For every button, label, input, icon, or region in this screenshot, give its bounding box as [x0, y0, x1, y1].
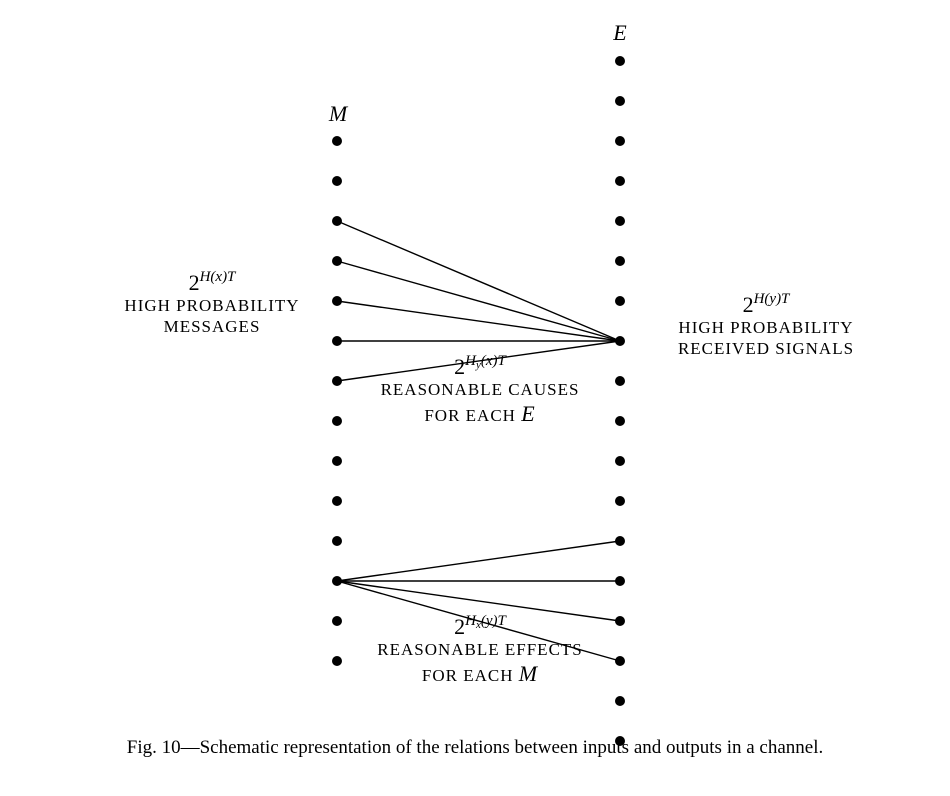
connection-lines [336, 220, 621, 662]
messages-label: 2H(x)T HIGH PROBABILITY MESSAGES [92, 268, 332, 337]
signal-dot [615, 456, 625, 466]
signal-dot [615, 576, 625, 586]
signals-line2: RECEIVED SIGNALS [677, 338, 855, 358]
causes-line1: REASONABLE CAUSES [380, 380, 580, 400]
signals-label: 2H(y)T HIGH PROBABILITY RECEIVED SIGNALS [636, 290, 896, 359]
figure-caption: Fig. 10—Schematic representation of the … [126, 737, 824, 758]
message-dot [332, 176, 342, 186]
message-dot [332, 336, 342, 346]
message-dot [332, 216, 342, 226]
cause-line [336, 300, 621, 342]
message-dot [332, 136, 342, 146]
effects-line2: FOR EACH M [421, 660, 539, 686]
message-dot [332, 616, 342, 626]
causes-count: 2Hy(x)T [454, 353, 506, 379]
signal-dot [615, 536, 625, 546]
effect-line [336, 580, 621, 622]
column-e-label: E [613, 20, 627, 45]
causes-label: 2Hy(x)T REASONABLE CAUSES FOR EACH E [345, 352, 615, 427]
effects-line1: REASONABLE EFFECTS [377, 640, 583, 660]
signal-dot [615, 376, 625, 386]
signal-dot [615, 136, 625, 146]
cause-line [336, 340, 621, 382]
messages-line2: MESSAGES [163, 316, 261, 336]
signal-dot [615, 96, 625, 106]
causes-line2: FOR EACH E [424, 400, 536, 426]
signal-dot [615, 56, 625, 66]
effect-line [336, 540, 621, 582]
signals-count: 2H(y)T [742, 291, 790, 317]
message-dot [332, 256, 342, 266]
signals-line1: HIGH PROBABILITY [678, 318, 854, 338]
signal-dot [615, 616, 625, 626]
message-dot [332, 656, 342, 666]
signal-dot [615, 176, 625, 186]
signal-dot [615, 656, 625, 666]
messages-line1: HIGH PROBABILITY [124, 296, 300, 316]
signal-dot [615, 736, 625, 746]
message-dot [332, 376, 342, 386]
signal-dot [615, 336, 625, 346]
message-dot [332, 496, 342, 506]
signal-dot [615, 216, 625, 226]
signal-dot [615, 296, 625, 306]
effect-line [336, 580, 621, 662]
cause-line [336, 260, 621, 342]
effects-label: 2Hx(y)T REASONABLE EFFECTS FOR EACH M [340, 612, 620, 687]
column-m-label: M [328, 101, 348, 126]
signal-dot [615, 496, 625, 506]
message-dot [332, 536, 342, 546]
signal-dots [615, 56, 625, 746]
effects-count: 2Hx(y)T [454, 613, 506, 639]
message-dot [332, 456, 342, 466]
signal-dot [615, 696, 625, 706]
signal-dot [615, 416, 625, 426]
message-dot [332, 296, 342, 306]
messages-count: 2H(x)T [188, 269, 236, 295]
message-dot [332, 416, 342, 426]
signal-dot [615, 256, 625, 266]
cause-line [336, 220, 621, 342]
message-dot [332, 576, 342, 586]
message-dots [332, 136, 342, 666]
